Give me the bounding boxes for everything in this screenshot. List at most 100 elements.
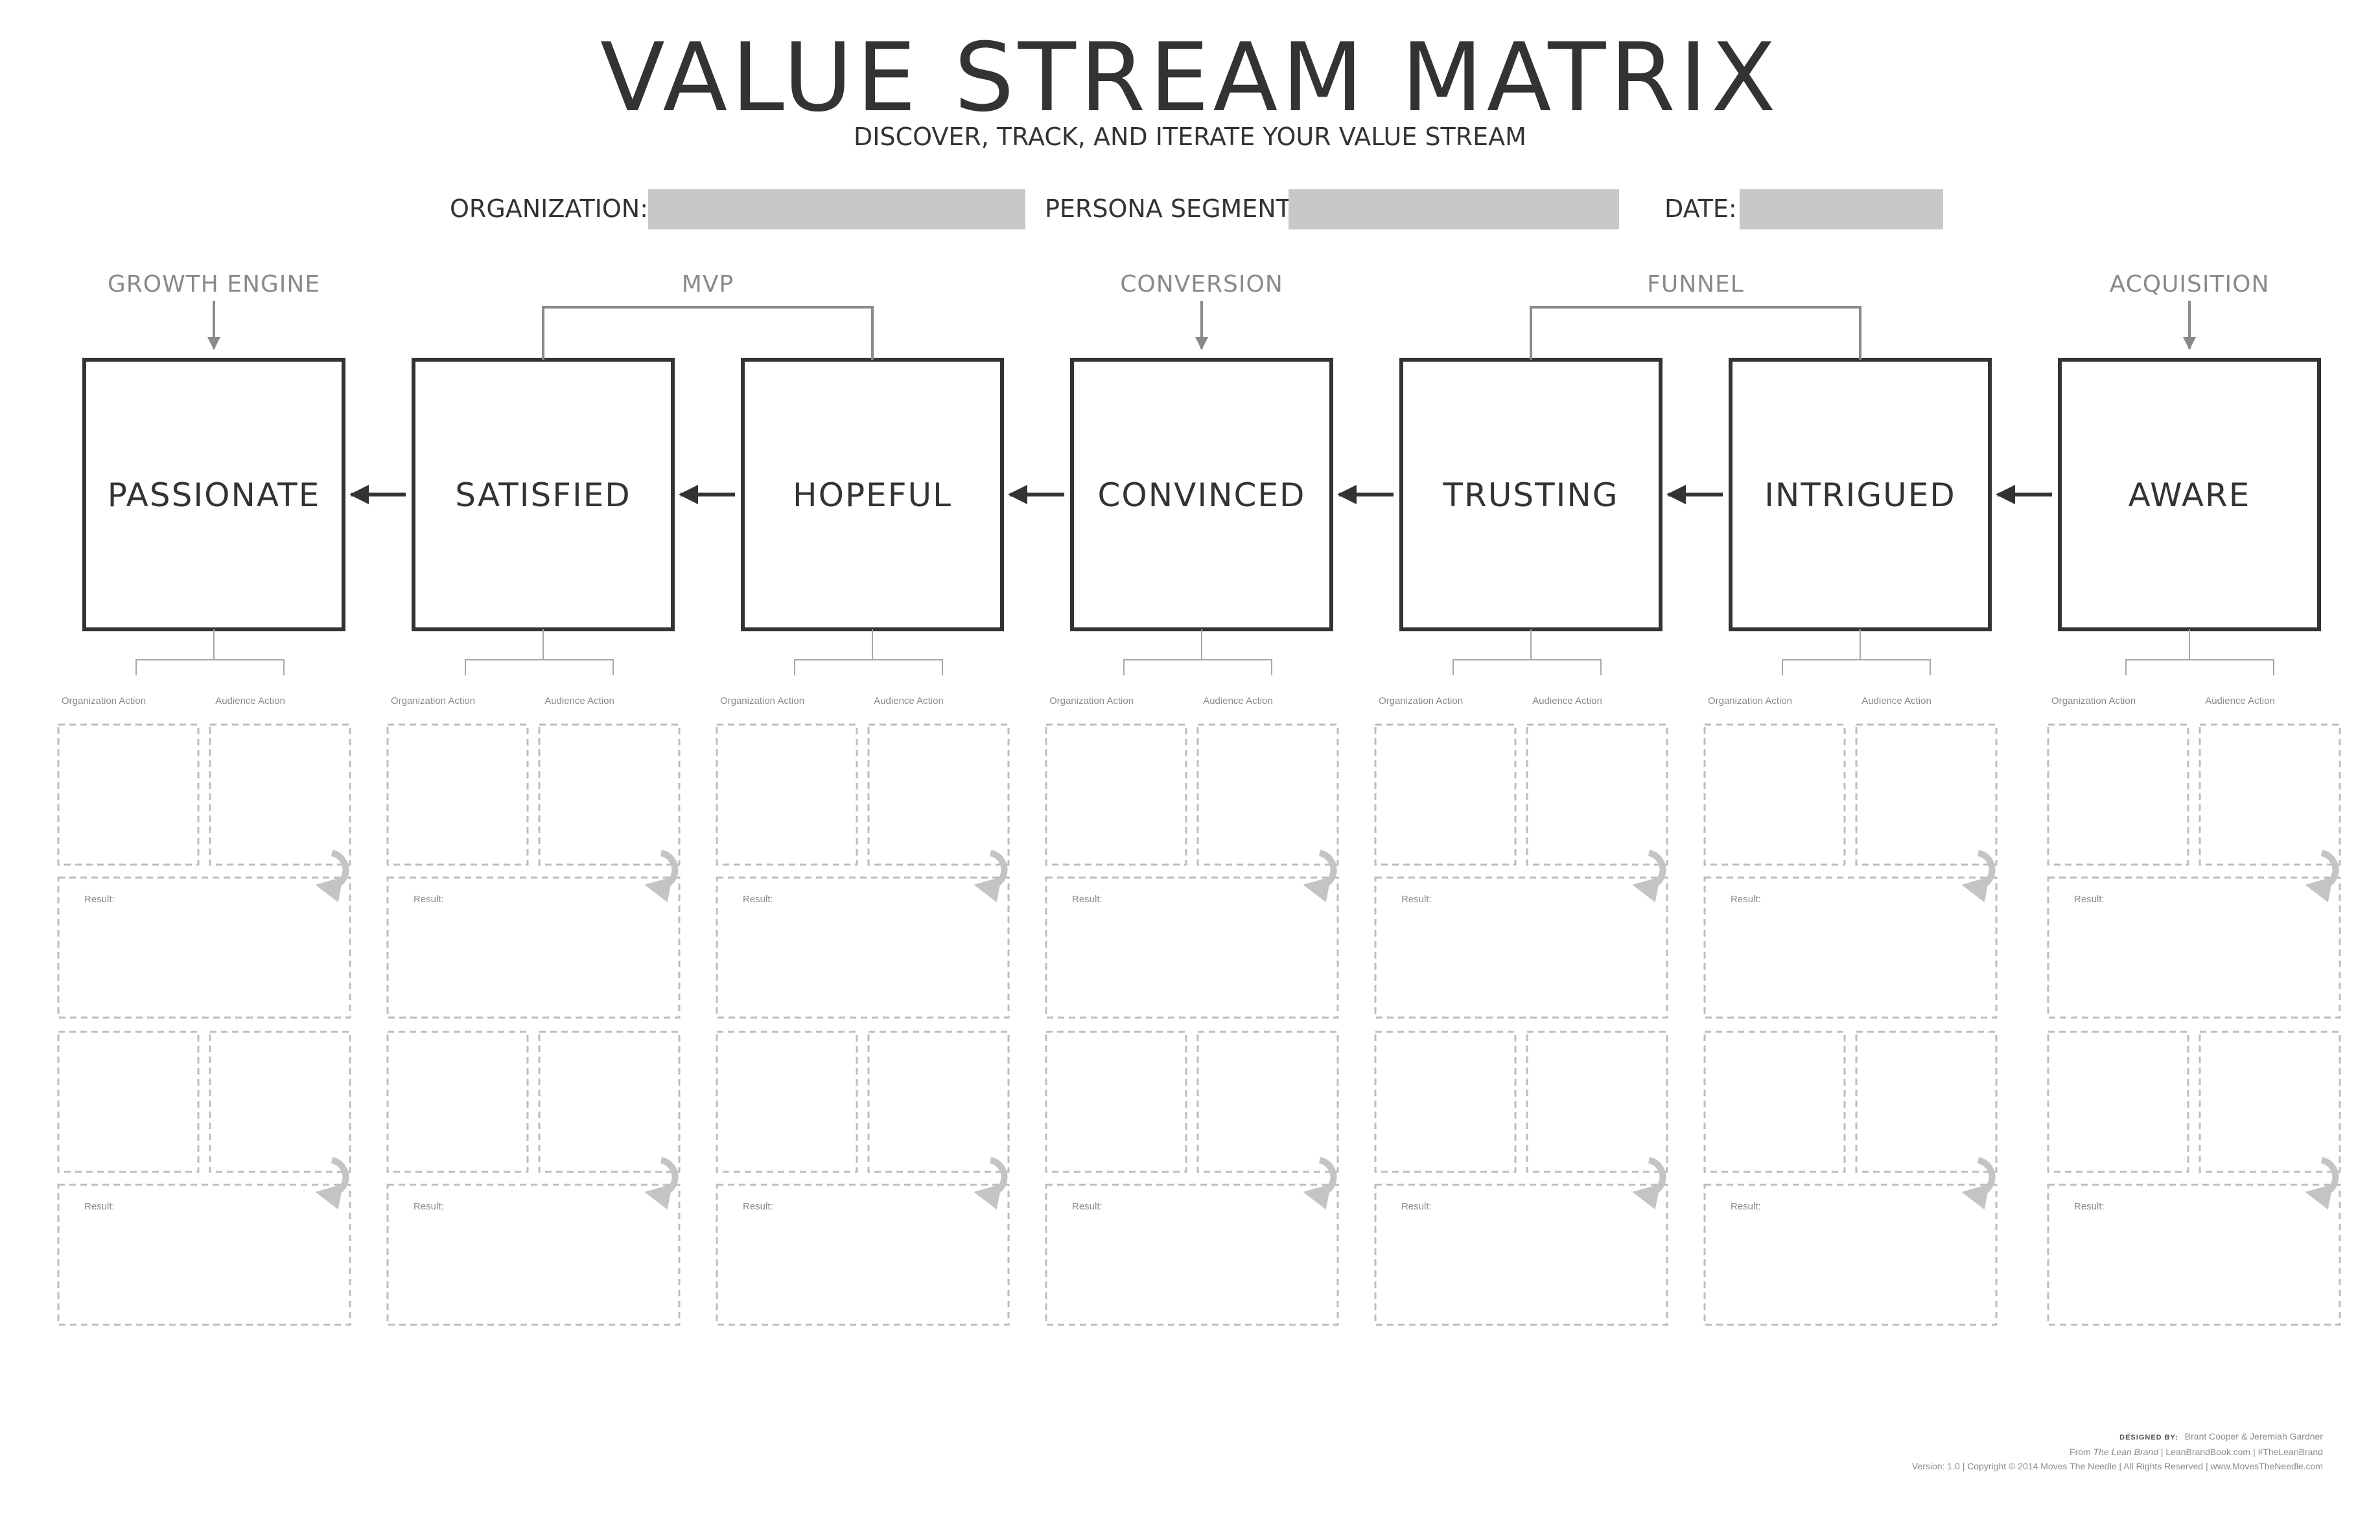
audience-action-label: Audience Action [544, 695, 614, 706]
result-cell [57, 876, 351, 1019]
category-label: GROWTH ENGINE [108, 271, 320, 298]
action-connector [794, 629, 943, 675]
iterate-icon [1303, 1157, 1337, 1210]
stage-label: AWARE [2129, 476, 2251, 514]
result-cell [1045, 1184, 1339, 1326]
result-label: Result: [2074, 894, 2105, 905]
result-label: Result: [1731, 1201, 1761, 1212]
iterate-icon [644, 850, 679, 903]
result-cell [1374, 876, 1668, 1019]
result-cell [716, 1184, 1010, 1326]
organization-action-cell [2047, 723, 2189, 866]
result-label: Result: [414, 1201, 444, 1212]
organization-action-cell [716, 1031, 858, 1173]
organization-action-cell [57, 1031, 200, 1173]
result-label: Result: [84, 894, 115, 905]
stage-label: INTRIGUED [1764, 476, 1956, 514]
action-connector [1123, 629, 1272, 675]
iterate-icon [2305, 850, 2339, 903]
audience-action-label: Audience Action [1203, 695, 1273, 706]
iterate-icon [315, 850, 349, 903]
credits: DESIGNED BY: Brant Cooper & Jeremiah Gard… [1912, 1429, 2323, 1473]
result-cell [716, 876, 1010, 1019]
category-bracket [1530, 306, 1861, 360]
result-label: Result: [1401, 1201, 1432, 1212]
organization-action-cell [716, 723, 858, 866]
audience-action-cell [1196, 723, 1339, 866]
audience-action-cell [867, 1031, 1010, 1173]
category-label: MVP [682, 271, 734, 298]
stage-label: SATISFIED [455, 476, 631, 514]
result-label: Result: [1731, 894, 1761, 905]
version-line: Version: 1.0 | Copyright © 2014 Moves Th… [1911, 1461, 2323, 1471]
iterate-icon [315, 1157, 349, 1210]
result-label: Result: [1072, 894, 1102, 905]
iterate-icon [2305, 1157, 2339, 1210]
audience-action-cell [2199, 1031, 2341, 1173]
organization-field[interactable] [648, 189, 1025, 229]
audience-action-label: Audience Action [215, 695, 285, 706]
organization-action-cell [386, 723, 529, 866]
organization-action-cell [1374, 1031, 1517, 1173]
result-cell [1374, 1184, 1668, 1326]
organization-label: ORGANIZATION: [450, 194, 649, 223]
iterate-icon [1303, 850, 1337, 903]
result-cell [1703, 1184, 1998, 1326]
organization-action-label: Organization Action [1049, 695, 1134, 706]
designers: Brant Cooper & Jeremiah Gardner [2184, 1431, 2323, 1441]
organization-action-label: Organization Action [391, 695, 475, 706]
audience-action-cell [1526, 723, 1668, 866]
result-cell [1045, 876, 1339, 1019]
iterate-icon [974, 850, 1008, 903]
category-label: CONVERSION [1120, 271, 1283, 298]
organization-action-label: Organization Action [62, 695, 146, 706]
result-label: Result: [743, 1201, 773, 1212]
iterate-icon [974, 1157, 1008, 1210]
organization-action-label: Organization Action [2051, 695, 2136, 706]
category-bracket [542, 306, 874, 360]
audience-action-cell [209, 723, 351, 866]
result-label: Result: [414, 894, 444, 905]
audience-action-cell [538, 723, 681, 866]
persona-segment-field[interactable] [1289, 189, 1619, 229]
result-label: Result: [2074, 1201, 2105, 1212]
audience-action-cell [1855, 1031, 1998, 1173]
audience-action-label: Audience Action [1861, 695, 1931, 706]
designed-by-label: DESIGNED BY: [2119, 1434, 2178, 1441]
audience-action-cell [1855, 723, 1998, 866]
audience-action-cell [2199, 723, 2341, 866]
result-cell [386, 1184, 681, 1326]
category-label: ACQUISITION [2110, 271, 2270, 298]
organization-action-cell [1045, 1031, 1187, 1173]
action-connector [135, 629, 285, 675]
page-subtitle: DISCOVER, TRACK, AND ITERATE YOUR VALUE … [854, 122, 1526, 151]
organization-action-cell [1703, 1031, 1846, 1173]
iterate-icon [644, 1157, 679, 1210]
audience-action-cell [1196, 1031, 1339, 1173]
audience-action-cell [867, 723, 1010, 866]
date-field[interactable] [1740, 189, 1943, 229]
iterate-icon [1632, 850, 1666, 903]
organization-action-label: Organization Action [1708, 695, 1792, 706]
organization-action-cell [1045, 723, 1187, 866]
result-label: Result: [1072, 1201, 1102, 1212]
action-connector [1452, 629, 1602, 675]
result-cell [1703, 876, 1998, 1019]
stage-label: TRUSTING [1442, 476, 1618, 514]
audience-action-label: Audience Action [1532, 695, 1602, 706]
organization-action-label: Organization Action [1379, 695, 1463, 706]
result-label: Result: [1401, 894, 1432, 905]
organization-action-cell [1374, 723, 1517, 866]
action-connector [465, 629, 614, 675]
result-cell [386, 876, 681, 1019]
audience-action-cell [209, 1031, 351, 1173]
result-label: Result: [84, 1201, 115, 1212]
iterate-icon [1961, 1157, 1996, 1210]
organization-action-label: Organization Action [720, 695, 804, 706]
stage-label: CONVINCED [1097, 476, 1305, 514]
audience-action-cell [1526, 1031, 1668, 1173]
category-label: FUNNEL [1647, 271, 1744, 298]
persona-segment-label: PERSONA SEGMENT: [1045, 194, 1297, 223]
date-label: DATE: [1664, 194, 1737, 223]
result-cell [2047, 1184, 2341, 1326]
